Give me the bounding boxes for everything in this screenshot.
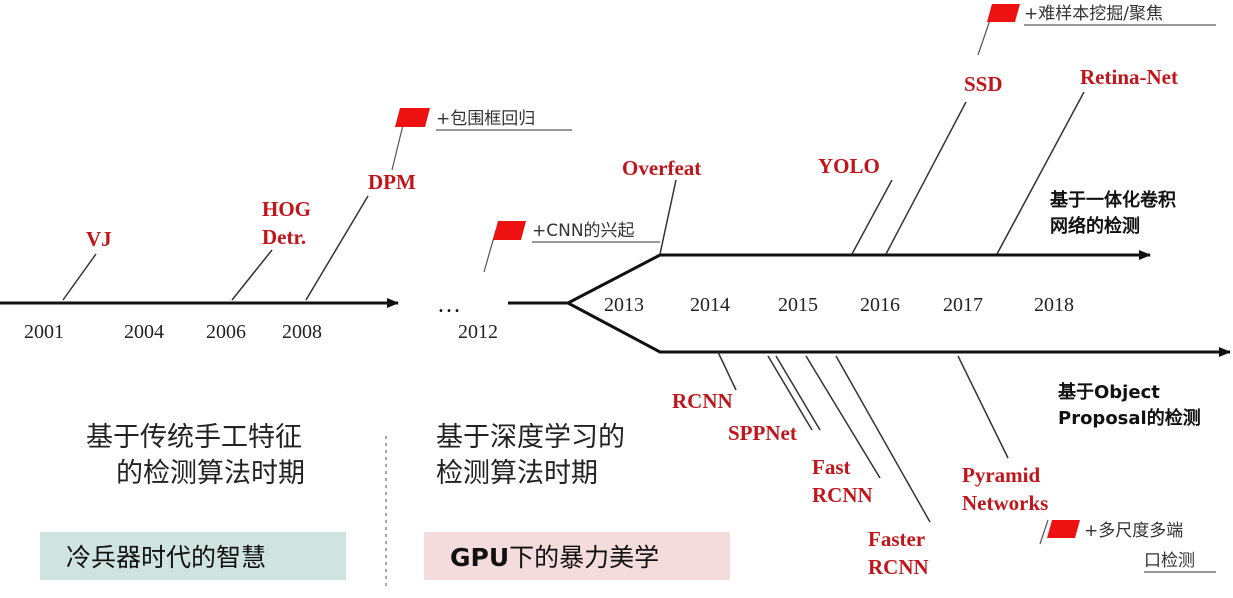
band-right-label-bold: GPU xyxy=(450,543,509,572)
connector-faster-rcnn xyxy=(835,355,931,523)
connector-rcnn xyxy=(717,351,737,391)
branch-one-stage-label-line1: 基于一体化卷积 xyxy=(1049,189,1176,211)
flag-hard-mining: +难样本挖掘/聚焦 xyxy=(987,4,1216,26)
era-traditional-line1: 基于传统手工特征 xyxy=(86,422,302,453)
flag-cnn-note: +CNN的兴起 xyxy=(532,221,635,241)
connector-sppnet-b xyxy=(775,355,821,431)
year-2016: 2016 xyxy=(860,294,900,316)
connector-sppnet-a xyxy=(767,355,813,431)
year-2006: 2006 xyxy=(206,321,246,343)
era-deep-line1: 基于深度学习的 xyxy=(436,422,625,453)
band-right-label: GPU下的暴力美学 xyxy=(450,543,659,572)
branch-one-stage-line xyxy=(567,250,1151,305)
connector-retinanet xyxy=(996,91,1085,255)
method-ssd: SSD xyxy=(964,72,1003,96)
method-hog-line2: Detr. xyxy=(262,225,306,249)
branch-one-stage-label-line2: 网络的检测 xyxy=(1050,215,1140,237)
band-right xyxy=(424,532,730,580)
connector-flag-hard xyxy=(977,19,991,56)
connector-pyramid xyxy=(957,355,1009,459)
method-faster-rcnn-line1: Faster xyxy=(868,527,925,551)
year-2018: 2018 xyxy=(1034,294,1074,316)
branch-two-stage-label-line1: 基于Object xyxy=(1057,381,1160,403)
connector-fast-rcnn xyxy=(805,355,881,479)
year-2017: 2017 xyxy=(943,294,983,316)
connector-dpm xyxy=(305,195,369,301)
flag-multiscale: +多尺度多端 口检测 xyxy=(1047,520,1216,573)
year-2001: 2001 xyxy=(24,321,64,343)
connector-ssd xyxy=(885,101,967,255)
branch-two-stage-line xyxy=(567,301,1231,357)
connector-hog xyxy=(231,249,273,301)
method-retinanet: Retina-Net xyxy=(1080,65,1178,89)
flag-multi-note-line2: 口检测 xyxy=(1144,551,1195,571)
era-traditional-line2: 的检测算法时期 xyxy=(116,458,305,489)
band-left xyxy=(40,532,346,580)
era-deep-line2: 检测算法时期 xyxy=(436,458,598,489)
connector-overfeat xyxy=(659,179,677,255)
method-vj: VJ xyxy=(86,227,112,251)
connector-flag-multi xyxy=(1039,519,1049,545)
year-2008: 2008 xyxy=(282,321,322,343)
timeline-ellipsis: … xyxy=(437,292,461,318)
method-pyramid-line1: Pyramid xyxy=(962,463,1040,487)
connector-vj xyxy=(62,253,97,301)
flag-multi-note-line1: +多尺度多端 xyxy=(1084,521,1183,541)
branch-two-stage-label-line2: Proposal的检测 xyxy=(1058,407,1201,429)
method-sppnet: SPPNet xyxy=(728,421,797,445)
method-fast-rcnn-line1: Fast xyxy=(812,455,851,479)
red-flag-icon xyxy=(493,221,526,240)
year-2015: 2015 xyxy=(778,294,818,316)
flag-bbox: +包围框回归 xyxy=(395,108,572,131)
flag-hard-note: +难样本挖掘/聚焦 xyxy=(1024,4,1163,24)
method-pyramid-line2: Networks xyxy=(962,491,1048,515)
year-2014: 2014 xyxy=(690,294,730,316)
year-2004: 2004 xyxy=(124,321,164,343)
connector-flag-bbox xyxy=(391,124,404,171)
red-flag-icon xyxy=(1047,520,1080,538)
method-rcnn: RCNN xyxy=(672,389,733,413)
flag-cnn: +CNN的兴起 xyxy=(493,221,660,243)
red-flag-icon xyxy=(987,4,1020,22)
method-dpm: DPM xyxy=(368,170,416,194)
method-yolo: YOLO xyxy=(818,154,880,178)
red-flag-icon xyxy=(395,108,430,127)
flag-bbox-note: +包围框回归 xyxy=(436,109,535,129)
year-2012: 2012 xyxy=(458,321,498,343)
band-right-label-rest: 下的暴力美学 xyxy=(509,543,659,572)
method-overfeat: Overfeat xyxy=(622,156,701,180)
band-left-label: 冷兵器时代的智慧 xyxy=(66,543,266,572)
connector-yolo xyxy=(851,179,893,255)
method-fast-rcnn-line2: RCNN xyxy=(812,483,873,507)
year-2013: 2013 xyxy=(604,294,644,316)
method-faster-rcnn-line2: RCNN xyxy=(868,555,929,579)
method-hog-line1: HOG xyxy=(262,197,311,221)
